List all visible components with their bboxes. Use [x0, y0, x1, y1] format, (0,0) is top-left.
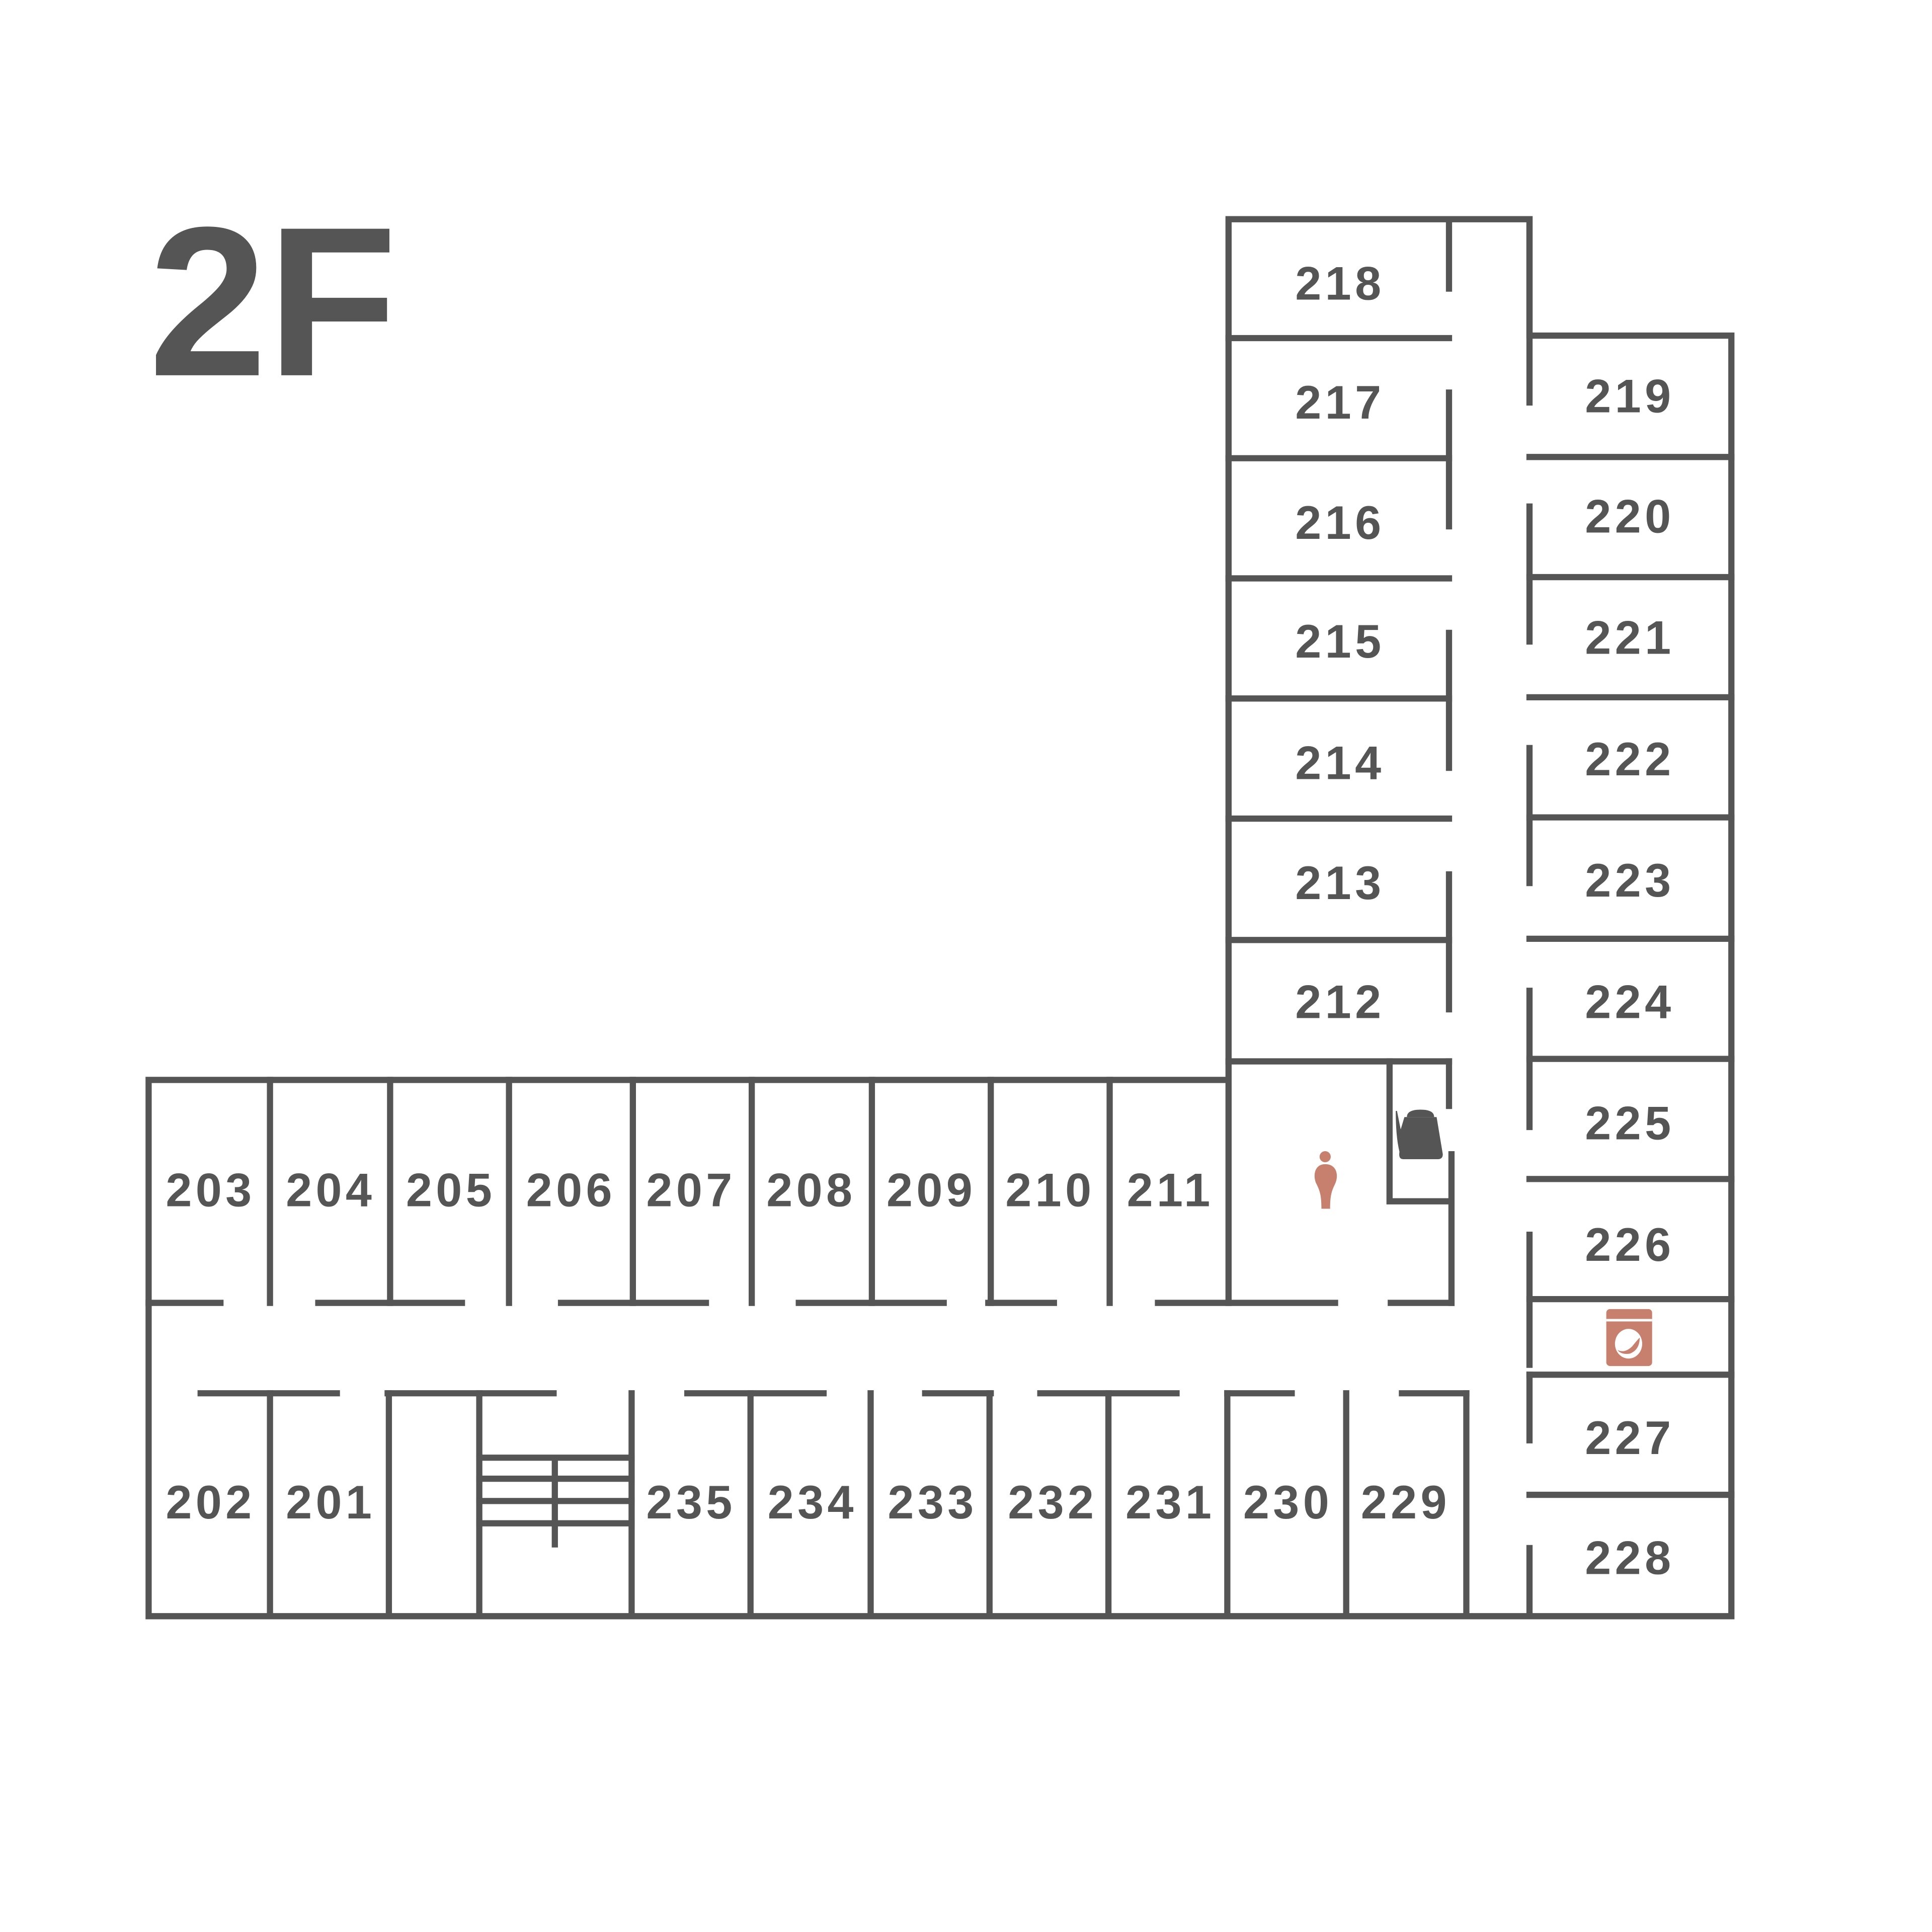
room-227: 227: [1585, 1411, 1674, 1464]
room-202: 202: [166, 1476, 255, 1528]
room-226: 226: [1585, 1218, 1674, 1271]
room-208: 208: [766, 1164, 856, 1217]
room-228: 228: [1585, 1532, 1674, 1584]
room-212: 212: [1295, 975, 1385, 1028]
room-221: 221: [1585, 611, 1674, 664]
room-206: 206: [526, 1164, 616, 1217]
room-207: 207: [646, 1164, 736, 1217]
room-210: 210: [1005, 1164, 1095, 1217]
room-225: 225: [1585, 1097, 1674, 1150]
room-209: 209: [887, 1164, 976, 1217]
room-211: 211: [1127, 1164, 1214, 1217]
room-216: 216: [1295, 496, 1385, 549]
room-224: 224: [1585, 975, 1674, 1028]
laundry-icon: [1606, 1309, 1652, 1366]
room-219: 219: [1585, 370, 1674, 423]
room-201: 201: [286, 1476, 375, 1528]
room-234: 234: [768, 1476, 857, 1528]
walls: [145, 216, 1735, 1620]
room-223: 223: [1585, 854, 1674, 907]
room-222: 222: [1585, 733, 1674, 785]
restroom-icon: [1314, 1151, 1337, 1209]
room-232: 232: [1008, 1476, 1097, 1528]
room-217: 217: [1295, 376, 1385, 429]
room-233: 233: [888, 1476, 977, 1528]
room-231: 231: [1125, 1476, 1215, 1528]
kettle-icon: [1396, 1109, 1443, 1159]
room-213: 213: [1295, 856, 1385, 909]
room-215: 215: [1295, 615, 1385, 668]
room-labels: 218 217 216 215 214 213 212 219 220 221 …: [166, 257, 1674, 1584]
room-205: 205: [406, 1164, 496, 1217]
room-214: 214: [1295, 736, 1385, 789]
room-220: 220: [1585, 490, 1674, 542]
room-218: 218: [1295, 257, 1385, 310]
stairs: [476, 1455, 635, 1548]
room-230: 230: [1243, 1476, 1333, 1528]
room-235: 235: [646, 1476, 736, 1528]
room-203: 203: [166, 1164, 255, 1217]
room-204: 204: [286, 1164, 375, 1217]
room-229: 229: [1361, 1476, 1451, 1528]
floor-title: 2F: [148, 183, 397, 421]
